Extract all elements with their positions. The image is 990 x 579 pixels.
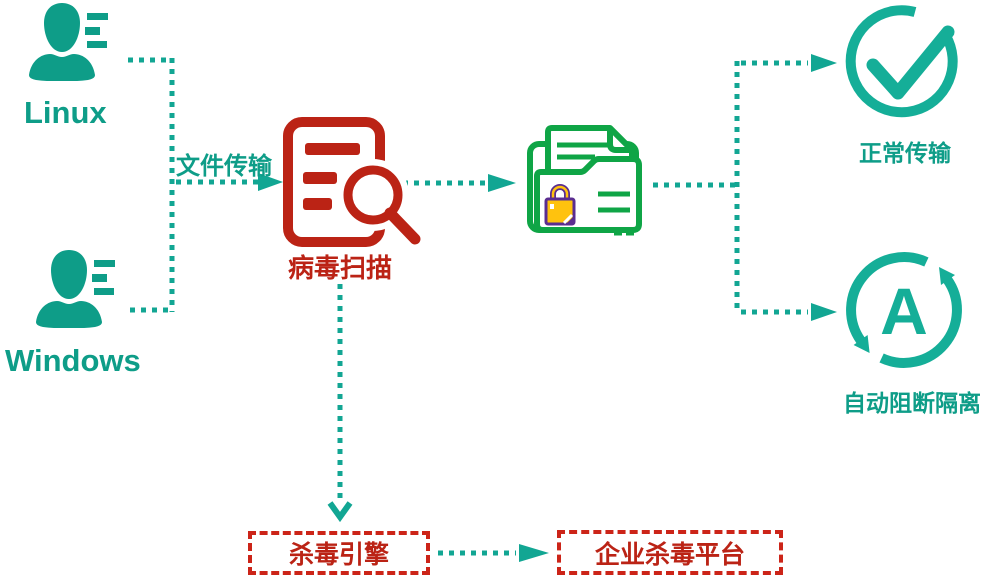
auto-circle-arc: [846, 252, 929, 344]
arrowhead-transfer: [258, 173, 283, 191]
check-mark: [866, 25, 955, 100]
windows-user-icon: [36, 250, 115, 328]
file-transfer-label: 文件传输: [176, 153, 272, 180]
normal-transfer-label: 正常传输: [859, 140, 951, 166]
locked-folder-icon: [527, 125, 642, 236]
check-circle-icon: [845, 5, 958, 118]
arrowhead-to-block: [811, 303, 837, 321]
auto-circle-arrow-tip: [939, 267, 955, 285]
lock-icon: [544, 184, 576, 226]
auto-circle-arc: [879, 276, 962, 368]
magnifier-glass: [343, 165, 403, 225]
arrowhead-scan-to-engine: [327, 501, 353, 523]
user-shoulders: [29, 54, 95, 81]
virus-scan-label: 病毒扫描: [287, 253, 392, 283]
arrowhead-scan-to-folder: [488, 174, 516, 192]
arrowhead-engine-to-platform: [519, 544, 549, 562]
auto-block-label: 自动阻断隔离: [843, 390, 981, 416]
user-list-line: [85, 27, 100, 35]
user-head: [44, 3, 80, 52]
enterprise-platform-box: 企业杀毒平台: [557, 530, 783, 575]
antivirus-engine-label: 杀毒引擎: [288, 541, 389, 569]
user-list-line: [94, 260, 115, 267]
linux-user-icon: [29, 3, 108, 81]
folder-document-fold: [607, 128, 631, 153]
enterprise-platform-label: 企业杀毒平台: [594, 540, 745, 569]
auto-circle-arrow-tip: [853, 335, 870, 353]
user-list-line: [94, 288, 114, 295]
user-list-line: [92, 274, 107, 282]
linux-label: Linux: [24, 95, 107, 130]
user-list-line: [87, 41, 107, 48]
folder-detail-lines: [557, 142, 634, 236]
windows-label: Windows: [5, 343, 141, 378]
antivirus-engine-box: 杀毒引擎: [248, 531, 430, 575]
auto-letter: A: [880, 274, 928, 348]
scan-document-lines: [303, 143, 360, 210]
user-head: [51, 250, 87, 299]
user-shoulders: [36, 301, 102, 328]
virus-scan-icon: [283, 117, 423, 247]
magnifier-handle: [384, 207, 421, 245]
auto-block-icon: A: [846, 252, 962, 368]
check-circle-ring: [845, 5, 958, 118]
user-list-line: [87, 13, 108, 20]
arrowhead-to-normal: [811, 54, 837, 72]
